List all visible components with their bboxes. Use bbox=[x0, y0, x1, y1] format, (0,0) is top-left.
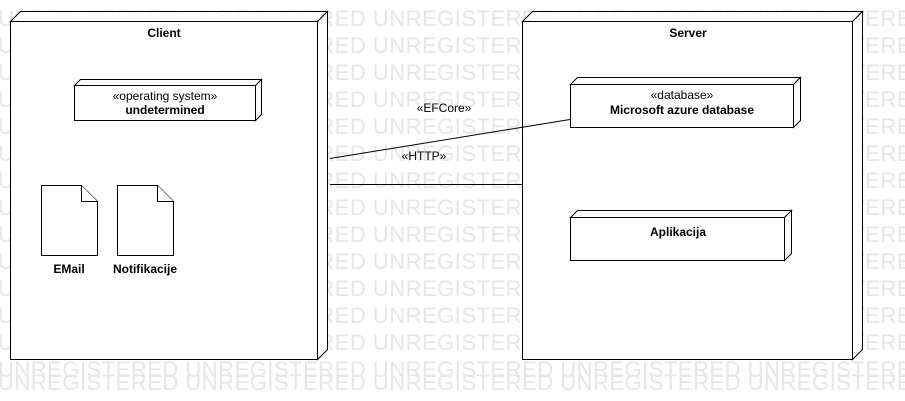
operating-system-stereotype: «operating system» bbox=[113, 89, 218, 103]
artifact-email-label: EMail bbox=[53, 262, 84, 276]
client-node-name: Client bbox=[147, 26, 180, 40]
connection-http-label: «HTTP» bbox=[402, 149, 447, 163]
database-stereotype: «database» bbox=[651, 88, 714, 102]
artifact-notifikacije[interactable]: Notifikacije bbox=[113, 185, 177, 277]
artifact-email[interactable]: EMail bbox=[41, 185, 98, 277]
connection-efcore-label: «EFCore» bbox=[417, 101, 472, 115]
server-node-name: Server bbox=[669, 26, 707, 40]
operating-system-node[interactable]: «operating system» undetermined bbox=[73, 78, 263, 122]
document-icon bbox=[41, 185, 98, 256]
connection-efcore[interactable]: «EFCore» bbox=[329, 101, 571, 159]
database-node[interactable]: «database» Microsoft azure database bbox=[569, 76, 802, 129]
connection-http[interactable]: «HTTP» bbox=[330, 149, 522, 185]
application-node[interactable]: Aplikacija bbox=[569, 209, 793, 262]
operating-system-name: undetermined bbox=[125, 103, 204, 117]
document-icon bbox=[117, 185, 174, 256]
database-name: Microsoft azure database bbox=[610, 103, 754, 117]
server-node[interactable]: Server bbox=[521, 10, 864, 361]
application-name: Aplikacija bbox=[650, 225, 706, 239]
artifact-notifikacije-label: Notifikacije bbox=[113, 262, 177, 276]
